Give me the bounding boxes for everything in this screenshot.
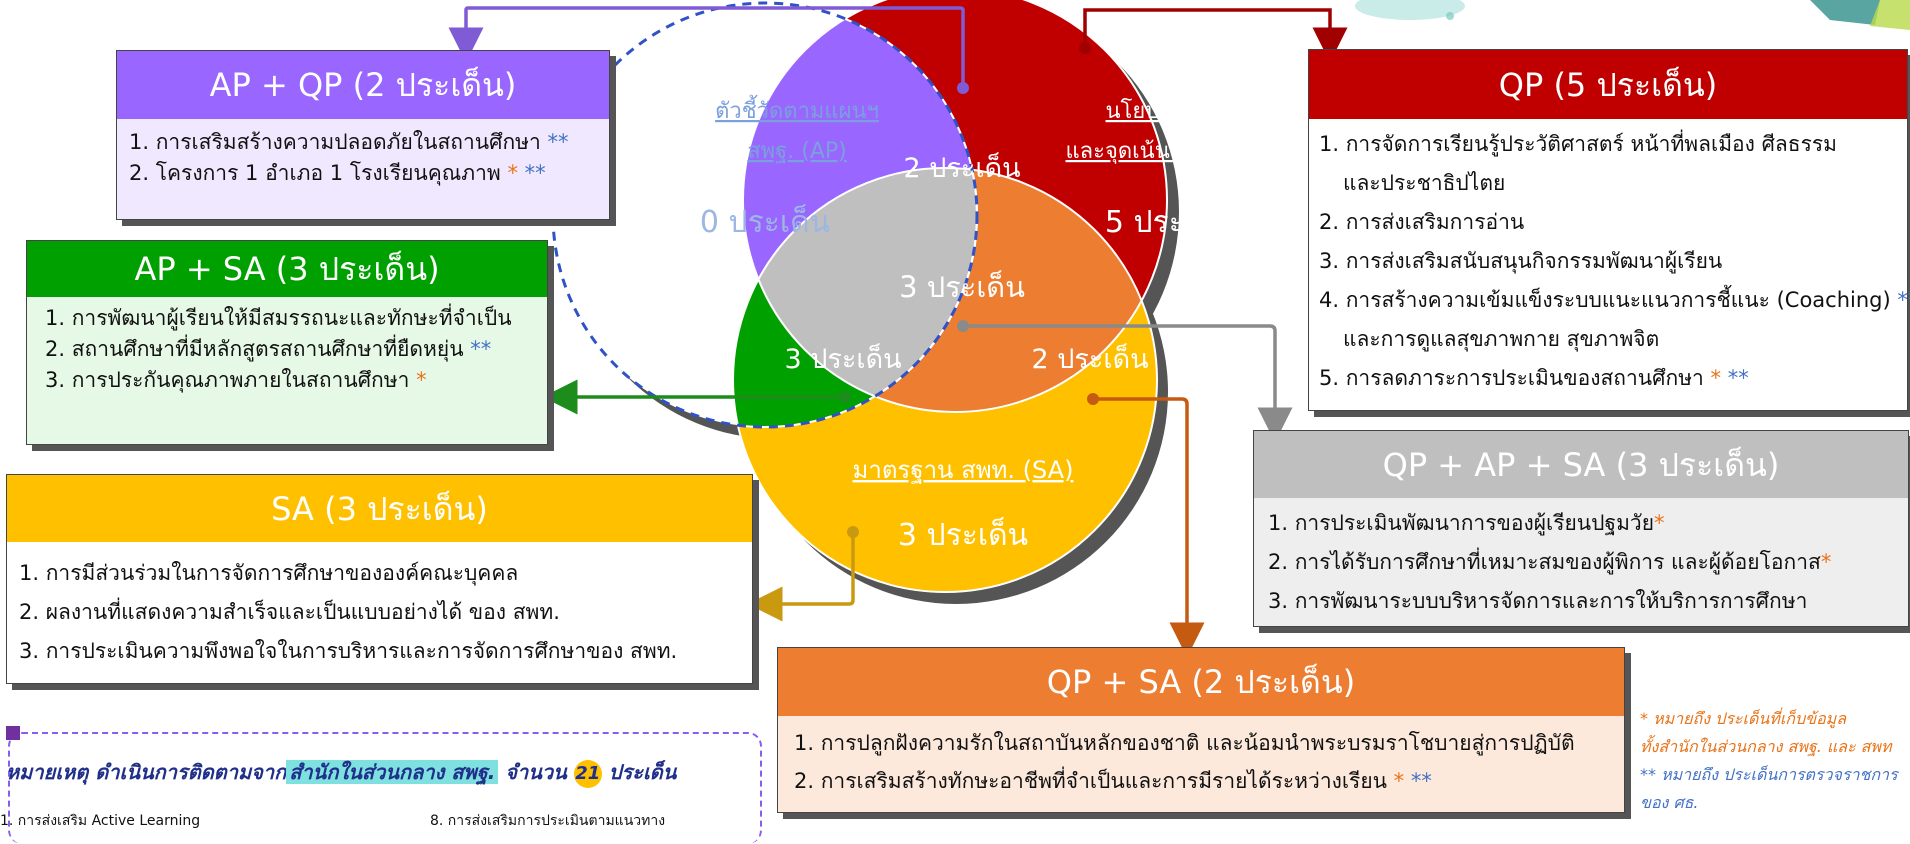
list-item: 3. การส่งเสริมสนับสนุนกิจกรรมพัฒนาผู้เรี… <box>1319 249 1723 273</box>
connector-qp <box>1083 8 1348 63</box>
ap-qp-title: AP + QP (2 ประเด็น) <box>209 66 517 104</box>
ap-label-line2: สพฐ. (AP) <box>747 139 847 164</box>
list-item: 3. การประเมินความพึงพอใจในการบริหารและกา… <box>19 639 678 663</box>
connector-qp-sa <box>1093 397 1205 658</box>
list-item: 3. การพัฒนาระบบบริหารจัดการและการให้บริก… <box>1268 589 1808 613</box>
ap-sa-box: AP + SA (3 ประเด็น) 1. การพัฒนาผู้เรียนใ… <box>26 240 548 445</box>
qp-ap-sa-title: QP + AP + SA (3 ประเด็น) <box>1382 445 1780 484</box>
remark-highlight: สำนักในส่วนกลาง สพฐ. <box>286 760 499 784</box>
center-count: 3 ประเด็น <box>899 269 1025 304</box>
list-item: 1. การปลูกฝังความรักในสถาบันหลักของชาติ … <box>794 731 1575 755</box>
remark-panel <box>8 732 762 844</box>
ap-qp-list: 1. การเสริมสร้างความปลอดภัยในสถานศึกษา *… <box>117 119 609 195</box>
connector-sa <box>747 532 855 622</box>
qp-sa-box: QP + SA (2 ประเด็น) 1. การปลูกฝังความรัก… <box>777 647 1625 813</box>
remark-mid: จำนวน <box>498 760 567 784</box>
venn-labels: ตัวชี้วัดตามแผนฯ สพฐ. (AP) 0 ประเด็น นโย… <box>700 95 1235 553</box>
qp-sa-list: 1. การปลูกฝังความรักในสถาบันหลักของชาติ … <box>778 716 1624 806</box>
sa-header: SA (3 ประเด็น) <box>7 475 752 542</box>
list-item: 3. การประกันคุณภาพภายในสถานศึกษา * <box>45 368 427 392</box>
ap-qp-count: 2 ประเด็น <box>903 150 1020 184</box>
qp-title: QP (5 ประเด็น) <box>1498 65 1718 104</box>
qp-box: QP (5 ประเด็น) 1. การจัดการเรียนรู้ประวั… <box>1308 49 1910 411</box>
qp-count: 5 ประเด็น <box>1105 203 1235 240</box>
list-item: 1. การจัดการเรียนรู้ประวัติศาสตร์ หน้าที… <box>1319 132 1837 195</box>
list-item: 1. การพัฒนาผู้เรียนให้มีสมรรถนะและทักษะท… <box>45 306 512 330</box>
sa-label: มาตรฐาน สพท. (SA) <box>853 456 1074 484</box>
qp-label-line2: และจุดเน้น (QP) <box>1066 139 1225 164</box>
remark-count-badge: 21 <box>573 760 602 788</box>
list-item: 5. การลดภาระการประเมินของสถานศึกษา * ** <box>1319 366 1749 390</box>
sa-count: 3 ประเด็น <box>898 516 1028 553</box>
qp-label-line1: นโยบาย <box>1106 98 1185 124</box>
remark-line: หมายเหตุ ดำเนินการติดตามจากสำนักในส่วนกล… <box>6 756 758 788</box>
connector-center <box>963 324 1293 443</box>
remark-prefix: หมายเหตุ ดำเนินการติดตามจาก <box>6 760 287 784</box>
sa-list: 1. การมีส่วนร่วมในการจัดการศึกษาขององค์ค… <box>7 542 752 677</box>
remark-suffix: ประเด็น <box>608 760 677 784</box>
list-item: 1. การมีส่วนร่วมในการจัดการศึกษาขององค์ค… <box>19 561 519 585</box>
list-item: 2. ผลงานที่แสดงความสำเร็จและเป็นแบบอย่าง… <box>19 600 560 624</box>
qp-list: 1. การจัดการเรียนรู้ประวัติศาสตร์ หน้าที… <box>1309 119 1910 404</box>
list-item: 2. สถานศึกษาที่มีหลักสูตรสถานศึกษาที่ยืด… <box>45 337 492 361</box>
connectors <box>448 6 1348 658</box>
decorative-logo <box>1355 0 1910 30</box>
list-item: 2. การส่งเสริมการอ่าน <box>1319 210 1525 234</box>
ap-sa-title: AP + SA (3 ประเด็น) <box>134 250 440 288</box>
qp-header: QP (5 ประเด็น) <box>1309 50 1907 119</box>
legend-line3: ** หมายถึง ประเด็นการตรวจราชการ <box>1640 765 1898 784</box>
sa-title: SA (3 ประเด็น) <box>271 489 488 528</box>
qp-sa-header: QP + SA (2 ประเด็น) <box>778 648 1624 716</box>
remark-marker <box>6 726 20 740</box>
list-item: 2. โครงการ 1 อำเภอ 1 โรงเรียนคุณภาพ * ** <box>129 161 546 185</box>
ap-sa-count: 3 ประเด็น <box>784 341 901 375</box>
legend-line1: * หมายถึง ประเด็นที่เก็บข้อมูล <box>1640 709 1847 728</box>
ap-qp-header: AP + QP (2 ประเด็น) <box>117 51 609 119</box>
sa-box: SA (3 ประเด็น) 1. การมีส่วนร่วมในการจัดก… <box>6 474 753 684</box>
qp-ap-sa-box: QP + AP + SA (3 ประเด็น) 1. การประเมินพั… <box>1253 430 1909 627</box>
qp-ap-sa-header: QP + AP + SA (3 ประเด็น) <box>1254 431 1908 498</box>
ap-sa-list: 1. การพัฒนาผู้เรียนให้มีสมรรถนะและทักษะท… <box>27 297 547 402</box>
list-item: 2. การเสริมสร้างทักษะอาชีพที่จำเป็นและกา… <box>794 769 1432 793</box>
ap-count: 0 ประเด็น <box>700 203 830 240</box>
legend-line2: ทั้งสำนักในส่วนกลาง สพฐ. และ สพท <box>1640 737 1892 756</box>
remark-cut-item-1: 1. การส่งเสริม Active Learning <box>0 813 201 829</box>
qp-ap-sa-list: 1. การประเมินพัฒนาการของผู้เรียนปฐมวัย* … <box>1254 498 1908 627</box>
remark-cut-item-2: 8. การส่งเสริมการประเมินตามแนวทาง <box>430 813 666 829</box>
list-item: 4. การสร้างความเข้มแข็งระบบแนะแนวการชี้แ… <box>1319 288 1910 351</box>
ap-qp-box: AP + QP (2 ประเด็น) 1. การเสริมสร้างความ… <box>116 50 610 220</box>
ap-label-line1: ตัวชี้วัดตามแผนฯ <box>715 95 879 124</box>
venn-diagram <box>551 0 1168 593</box>
qp-sa-count: 2 ประเด็น <box>1031 341 1148 375</box>
connector-layer: ตัวชี้วัดตามแผนฯ สพฐ. (AP) 0 ประเด็น นโย… <box>448 0 1910 658</box>
list-item: 2. การได้รับการศึกษาที่เหมาะสมของผู้พิกา… <box>1268 550 1832 574</box>
qp-sa-title: QP + SA (2 ประเด็น) <box>1046 663 1356 701</box>
list-item: 1. การเสริมสร้างความปลอดภัยในสถานศึกษา *… <box>129 130 569 154</box>
list-item: 1. การประเมินพัฒนาการของผู้เรียนปฐมวัย* <box>1268 511 1665 535</box>
connector-ap-qp <box>448 6 965 88</box>
legend-line4: ของ ศธ. <box>1640 793 1699 812</box>
ap-sa-header: AP + SA (3 ประเด็น) <box>27 241 547 297</box>
ap-dashed-outline <box>551 1 979 429</box>
